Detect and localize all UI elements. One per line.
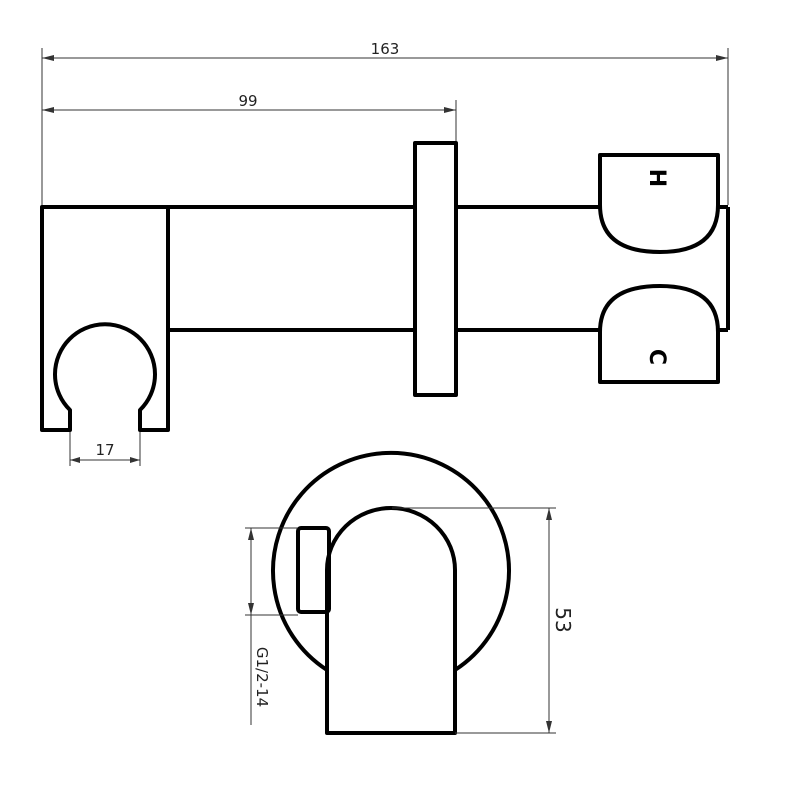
cold-label: C [644,349,669,365]
dimension-overall-length: 163 [41,40,729,205]
dimension-thread: G1/2-14 [245,527,298,725]
dimension-label-17: 17 [95,441,114,459]
wall-flange [413,141,458,397]
dimension-label-163: 163 [371,40,400,58]
outlet-body [325,506,457,735]
dimension-label-99: 99 [238,92,257,110]
dimension-body-height: 53 [392,507,575,734]
dimension-label-53: 53 [551,607,575,632]
wall-plate-circle [271,450,511,672]
hot-handle [598,153,720,254]
dimension-flange-position: 99 [42,92,457,142]
hot-label: H [644,169,669,187]
thread-connector [296,526,331,614]
hand-shower-holder [40,205,170,432]
pipe [168,205,730,332]
dimension-label-thread: G1/2-14 [253,647,271,707]
dimension-holder-opening: 17 [69,432,141,466]
cold-handle [598,284,720,384]
